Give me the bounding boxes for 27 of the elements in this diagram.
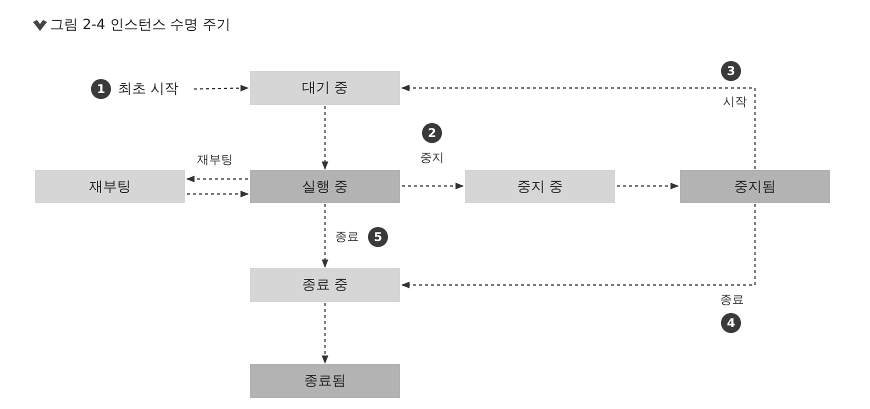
callout-number: 4 bbox=[721, 313, 741, 333]
callout-number: 2 bbox=[422, 123, 442, 143]
edge-label: 종료 bbox=[333, 228, 361, 246]
callout-number: 5 bbox=[368, 227, 388, 247]
arrow bbox=[186, 176, 248, 182]
arrow bbox=[322, 204, 328, 268]
edge-label: 시작 bbox=[721, 94, 749, 110]
arrow bbox=[322, 303, 328, 364]
state-box: 중지됨 bbox=[680, 170, 830, 203]
callout-number: 3 bbox=[721, 61, 741, 81]
arrow bbox=[401, 84, 756, 169]
arrow bbox=[401, 204, 756, 288]
arrow bbox=[617, 182, 679, 190]
state-box: 중지 중 bbox=[465, 170, 615, 203]
arrow bbox=[194, 84, 249, 92]
state-box: 재부팅 bbox=[35, 170, 185, 203]
arrow bbox=[187, 190, 249, 198]
state-box: 종료됨 bbox=[250, 364, 400, 398]
edge-label: 종료 bbox=[718, 292, 746, 308]
callout-number: 1 bbox=[91, 79, 111, 99]
state-box: 실행 중 bbox=[250, 170, 400, 203]
figure-title: 그림 2-4 인스턴스 수명 주기 bbox=[50, 16, 231, 34]
state-box: 대기 중 bbox=[250, 71, 400, 105]
state-box: 종료 중 bbox=[250, 268, 400, 302]
start-text: 최초 시작 bbox=[118, 80, 178, 98]
arrow bbox=[402, 182, 464, 190]
arrow bbox=[322, 106, 328, 170]
